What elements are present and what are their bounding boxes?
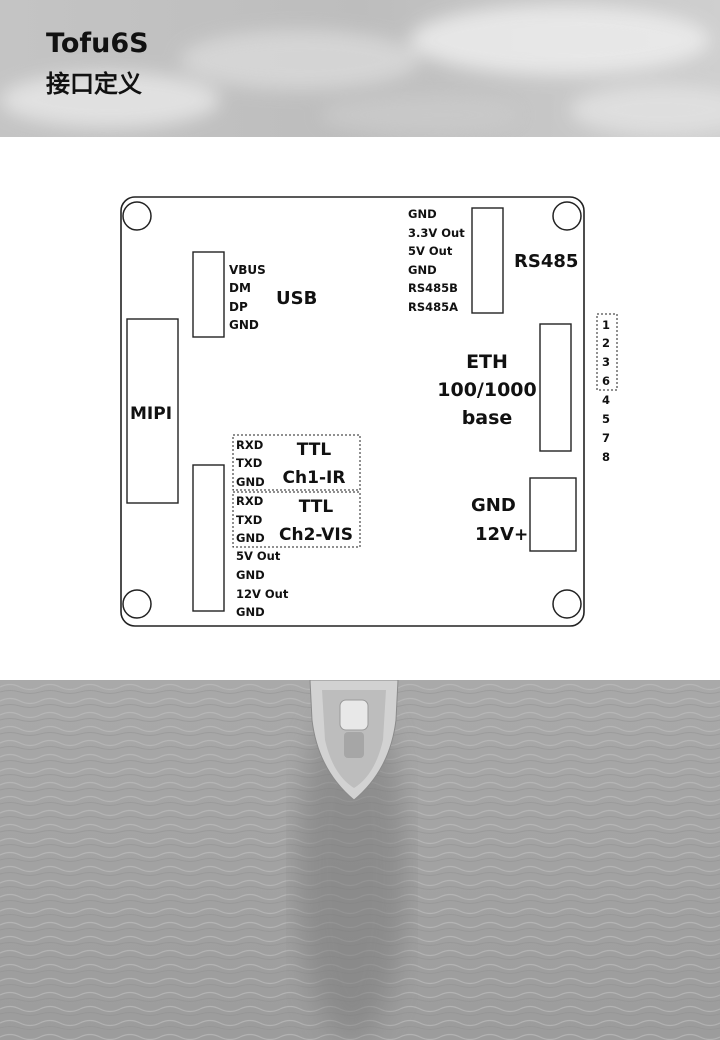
- page-subtitle: 接口定义: [46, 70, 142, 98]
- eth-pin-number: 8: [602, 450, 610, 464]
- eth-speed-label: 100/1000: [437, 379, 536, 401]
- power-gnd-label: GND: [471, 495, 516, 516]
- mounting-hole-top-left: [122, 201, 152, 231]
- board-diagram: VBUS DM DP GND USB MIPI GND 3.3V Out 5V …: [120, 196, 618, 627]
- rs485-label: RS485: [514, 251, 578, 272]
- eth-pin-number: 1: [602, 318, 610, 332]
- eth-pin-number: 3: [602, 355, 610, 369]
- eth-connector: [539, 323, 572, 452]
- eth-pin-number: 7: [602, 431, 610, 445]
- rs485-pin-label: GND: [408, 207, 437, 221]
- header-banner: Tofu6S 接口定义: [0, 0, 720, 137]
- rs485-pin-label: GND: [408, 263, 437, 277]
- rs485-pin-label: RS485B: [408, 281, 458, 295]
- ttl-ch2-pin-label: RXD: [236, 494, 263, 508]
- ttl-ch1-label: TTL: [297, 440, 332, 460]
- usb-pin-label: GND: [229, 318, 259, 332]
- sea-ship-background-image: [0, 680, 720, 1040]
- rs485-pin-label: RS485A: [408, 300, 458, 314]
- ttl-ch1-pin-label: RXD: [236, 438, 263, 452]
- power-out-pin-label: 12V Out: [236, 587, 289, 601]
- ttl-ch2-channel-label: Ch2-VIS: [279, 525, 353, 545]
- power-input-connector: [529, 477, 577, 552]
- eth-pin-number: 4: [602, 393, 610, 407]
- usb-connector: [192, 251, 225, 338]
- ttl-ch1-pin-label: GND: [236, 475, 265, 489]
- ttl-ch1-pin-label: TXD: [236, 456, 262, 470]
- ttl-ch2-group-box: [232, 491, 361, 548]
- sky-background-image: [0, 0, 720, 137]
- ttl-ch1-channel-label: Ch1-IR: [283, 468, 346, 488]
- power-out-pin-label: 5V Out: [236, 549, 281, 563]
- mounting-hole-bottom-left: [122, 589, 152, 619]
- ttl-power-connector: [192, 464, 225, 612]
- mipi-label: MIPI: [130, 404, 172, 424]
- power-out-pin-label: GND: [236, 568, 265, 582]
- ttl-ch2-pin-label: GND: [236, 531, 265, 545]
- eth-pin-number: 5: [602, 412, 610, 426]
- footer-banner: [0, 680, 720, 1040]
- ttl-ch2-pin-label: TXD: [236, 513, 262, 527]
- eth-label: ETH: [466, 351, 508, 373]
- usb-label: USB: [276, 288, 317, 309]
- rs485-pin-label: 5V Out: [408, 244, 453, 258]
- rs485-pin-label: 3.3V Out: [408, 226, 465, 240]
- rs485-connector: [471, 207, 504, 314]
- power-out-pin-label: GND: [236, 605, 265, 619]
- eth-pin-number: 2: [602, 336, 610, 350]
- usb-pin-label: VBUS: [229, 263, 266, 277]
- eth-pin-number: 6: [602, 374, 610, 388]
- mipi-connector: [126, 318, 179, 504]
- ttl-ch1-group-box: [232, 434, 361, 491]
- mounting-hole-bottom-right: [552, 589, 582, 619]
- power-12v-label: 12V: [475, 524, 514, 545]
- eth-pin-group-box: [596, 313, 618, 391]
- ttl-ch2-label: TTL: [299, 497, 334, 517]
- usb-pin-label: DM: [229, 281, 251, 295]
- eth-base-label: base: [462, 407, 513, 429]
- page-title: Tofu6S: [46, 28, 149, 59]
- board-outline: [120, 196, 585, 627]
- power-plus-label: +: [514, 525, 528, 545]
- mounting-hole-top-right: [552, 201, 582, 231]
- usb-pin-label: DP: [229, 300, 248, 314]
